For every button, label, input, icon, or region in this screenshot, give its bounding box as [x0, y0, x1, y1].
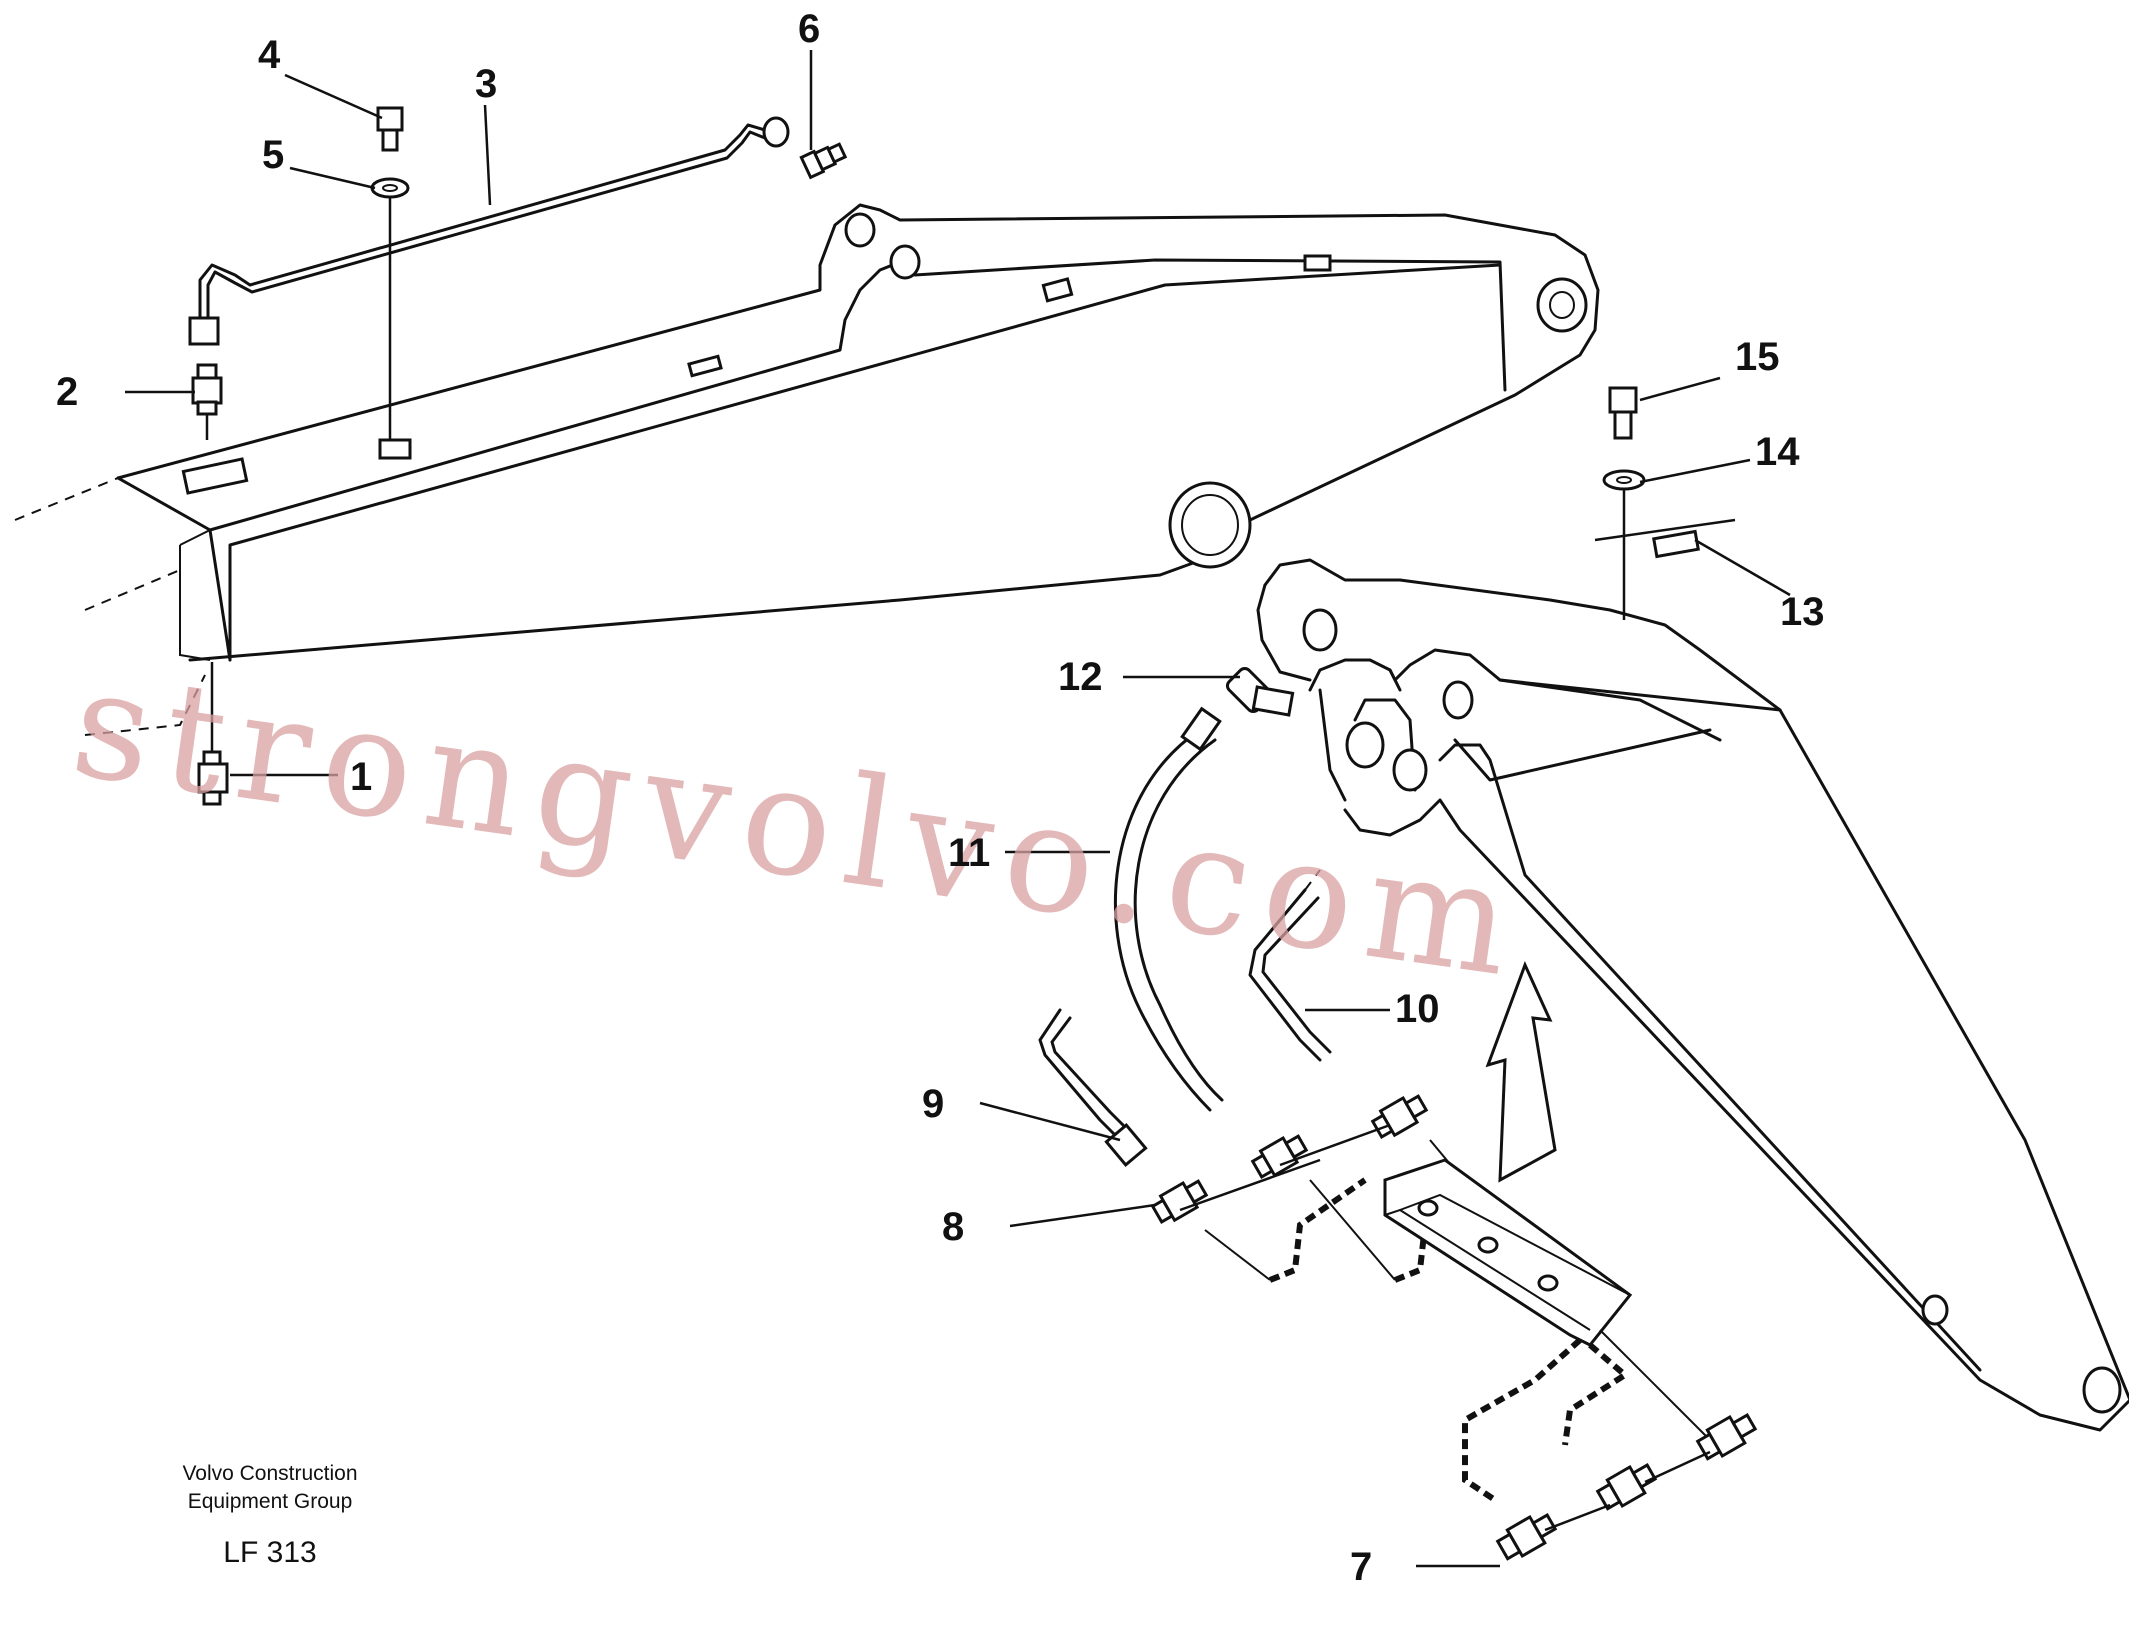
callout-10: 10: [1395, 987, 1440, 1031]
watermark: strongvolvo.com: [63, 636, 1535, 1012]
callout-7: 7: [1350, 1545, 1372, 1589]
callout-13: 13: [1780, 590, 1825, 634]
boom-drawing: [14, 203, 1600, 736]
callout-4: 4: [258, 33, 281, 77]
callout-2: 2: [56, 370, 78, 414]
callout-leaders: [125, 50, 1791, 1568]
lubrication-pipe: [188, 106, 848, 440]
callout-5: 5: [262, 133, 284, 177]
arm-drawing: [1256, 386, 2129, 1432]
callout-3: 3: [475, 62, 497, 106]
callout-12: 12: [1058, 655, 1103, 699]
callout-11: 11: [948, 831, 990, 875]
callout-15: 15: [1735, 335, 1780, 379]
callout-14: 14: [1755, 430, 1800, 474]
callout-8: 8: [942, 1205, 964, 1249]
grease-nipple-1: [197, 662, 229, 806]
callout-6: 6: [798, 7, 820, 51]
callout-9: 9: [922, 1082, 944, 1126]
drawing-code: LF 313: [223, 1536, 316, 1569]
company-name-line-2: Equipment Group: [188, 1490, 353, 1513]
company-name-line-1: Volvo Construction: [182, 1462, 357, 1485]
hose-assembly: [1038, 666, 1758, 1561]
callout-1: 1: [350, 755, 372, 799]
